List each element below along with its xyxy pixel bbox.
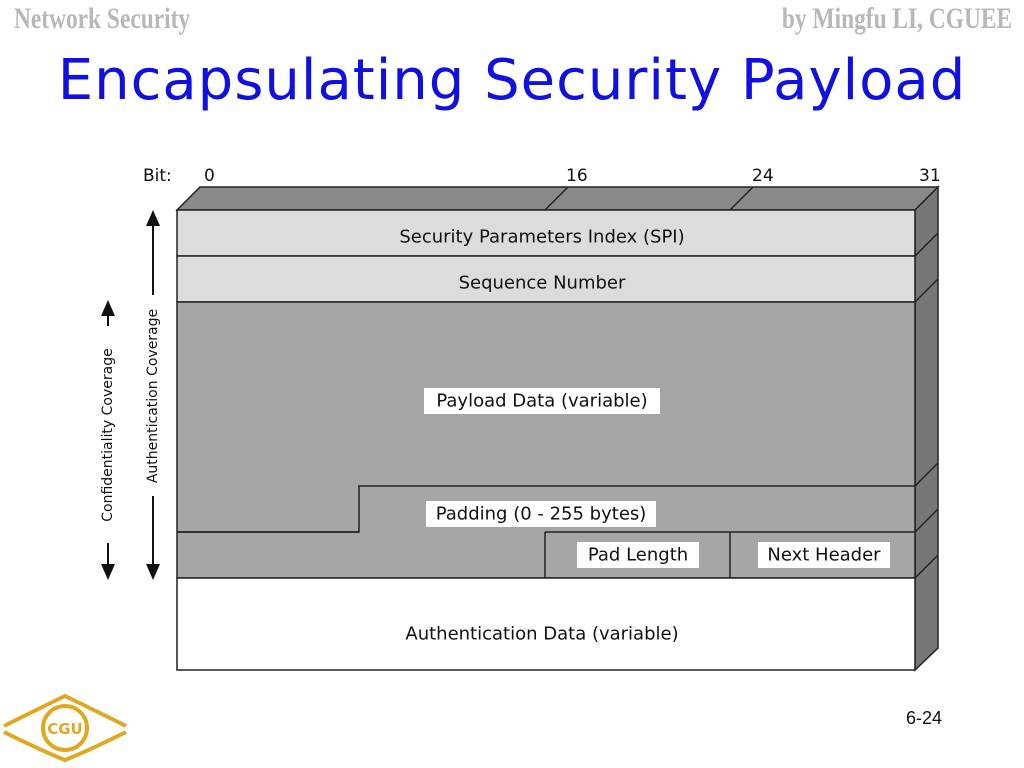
- side-edge-2: [914, 278, 939, 303]
- label-authentication-data: Authentication Data (variable): [405, 624, 678, 645]
- field-payload-region: [176, 301, 916, 579]
- header-course-title: Network Security: [14, 2, 191, 35]
- padding-label-bg: [426, 501, 656, 527]
- conf-arrow-up-head: [101, 300, 115, 316]
- label-next-header: Next Header: [767, 545, 881, 566]
- field-sequence-number: [176, 255, 916, 303]
- logo-arc-bottom: [3, 730, 127, 762]
- bit-label: Bit:: [143, 166, 172, 186]
- top-divider-16: [544, 186, 569, 211]
- header-author: by Mingfu LI, CGUEE: [781, 2, 1012, 35]
- label-authentication-coverage: Authentication Coverage: [145, 309, 161, 483]
- packet-side-face: [914, 185, 939, 672]
- label-payload-data: Payload Data (variable): [436, 391, 647, 412]
- side-edge-3: [914, 462, 939, 487]
- bit-mark-24: 24: [752, 166, 774, 186]
- slide-title: Encapsulating Security Payload: [57, 48, 967, 113]
- side-edge-5: [914, 554, 939, 579]
- auth-arrow-down-head: [146, 564, 160, 580]
- side-edge-1: [914, 232, 939, 257]
- logo-ring: [41, 704, 89, 752]
- pad-length-label-bg: [577, 542, 699, 568]
- logo-text: CGU: [47, 720, 83, 738]
- payload-label-bg: [424, 388, 660, 414]
- page-number: 6-24: [906, 708, 943, 728]
- cgu-logo: CGU: [3, 693, 127, 762]
- esp-diagram: Bit: 0 16 24 31 Security Parameters Inde…: [100, 166, 941, 672]
- conf-arrow-down-head: [101, 564, 115, 580]
- auth-arrow-up-head: [146, 210, 160, 226]
- label-sequence-number: Sequence Number: [459, 273, 626, 294]
- side-edge-4: [914, 508, 939, 533]
- bit-mark-16: 16: [566, 166, 588, 186]
- bit-mark-0: 0: [204, 166, 215, 186]
- bit-mark-31: 31: [919, 166, 941, 186]
- label-pad-length: Pad Length: [588, 545, 688, 566]
- label-spi: Security Parameters Index (SPI): [399, 227, 684, 248]
- top-divider-24: [729, 186, 754, 211]
- label-confidentiality-coverage: Confidentiality Coverage: [100, 348, 116, 521]
- next-header-label-bg: [758, 542, 890, 568]
- field-authentication-data: [176, 577, 916, 671]
- logo-arc-top: [3, 693, 127, 728]
- label-padding: Padding (0 - 255 bytes): [436, 504, 647, 525]
